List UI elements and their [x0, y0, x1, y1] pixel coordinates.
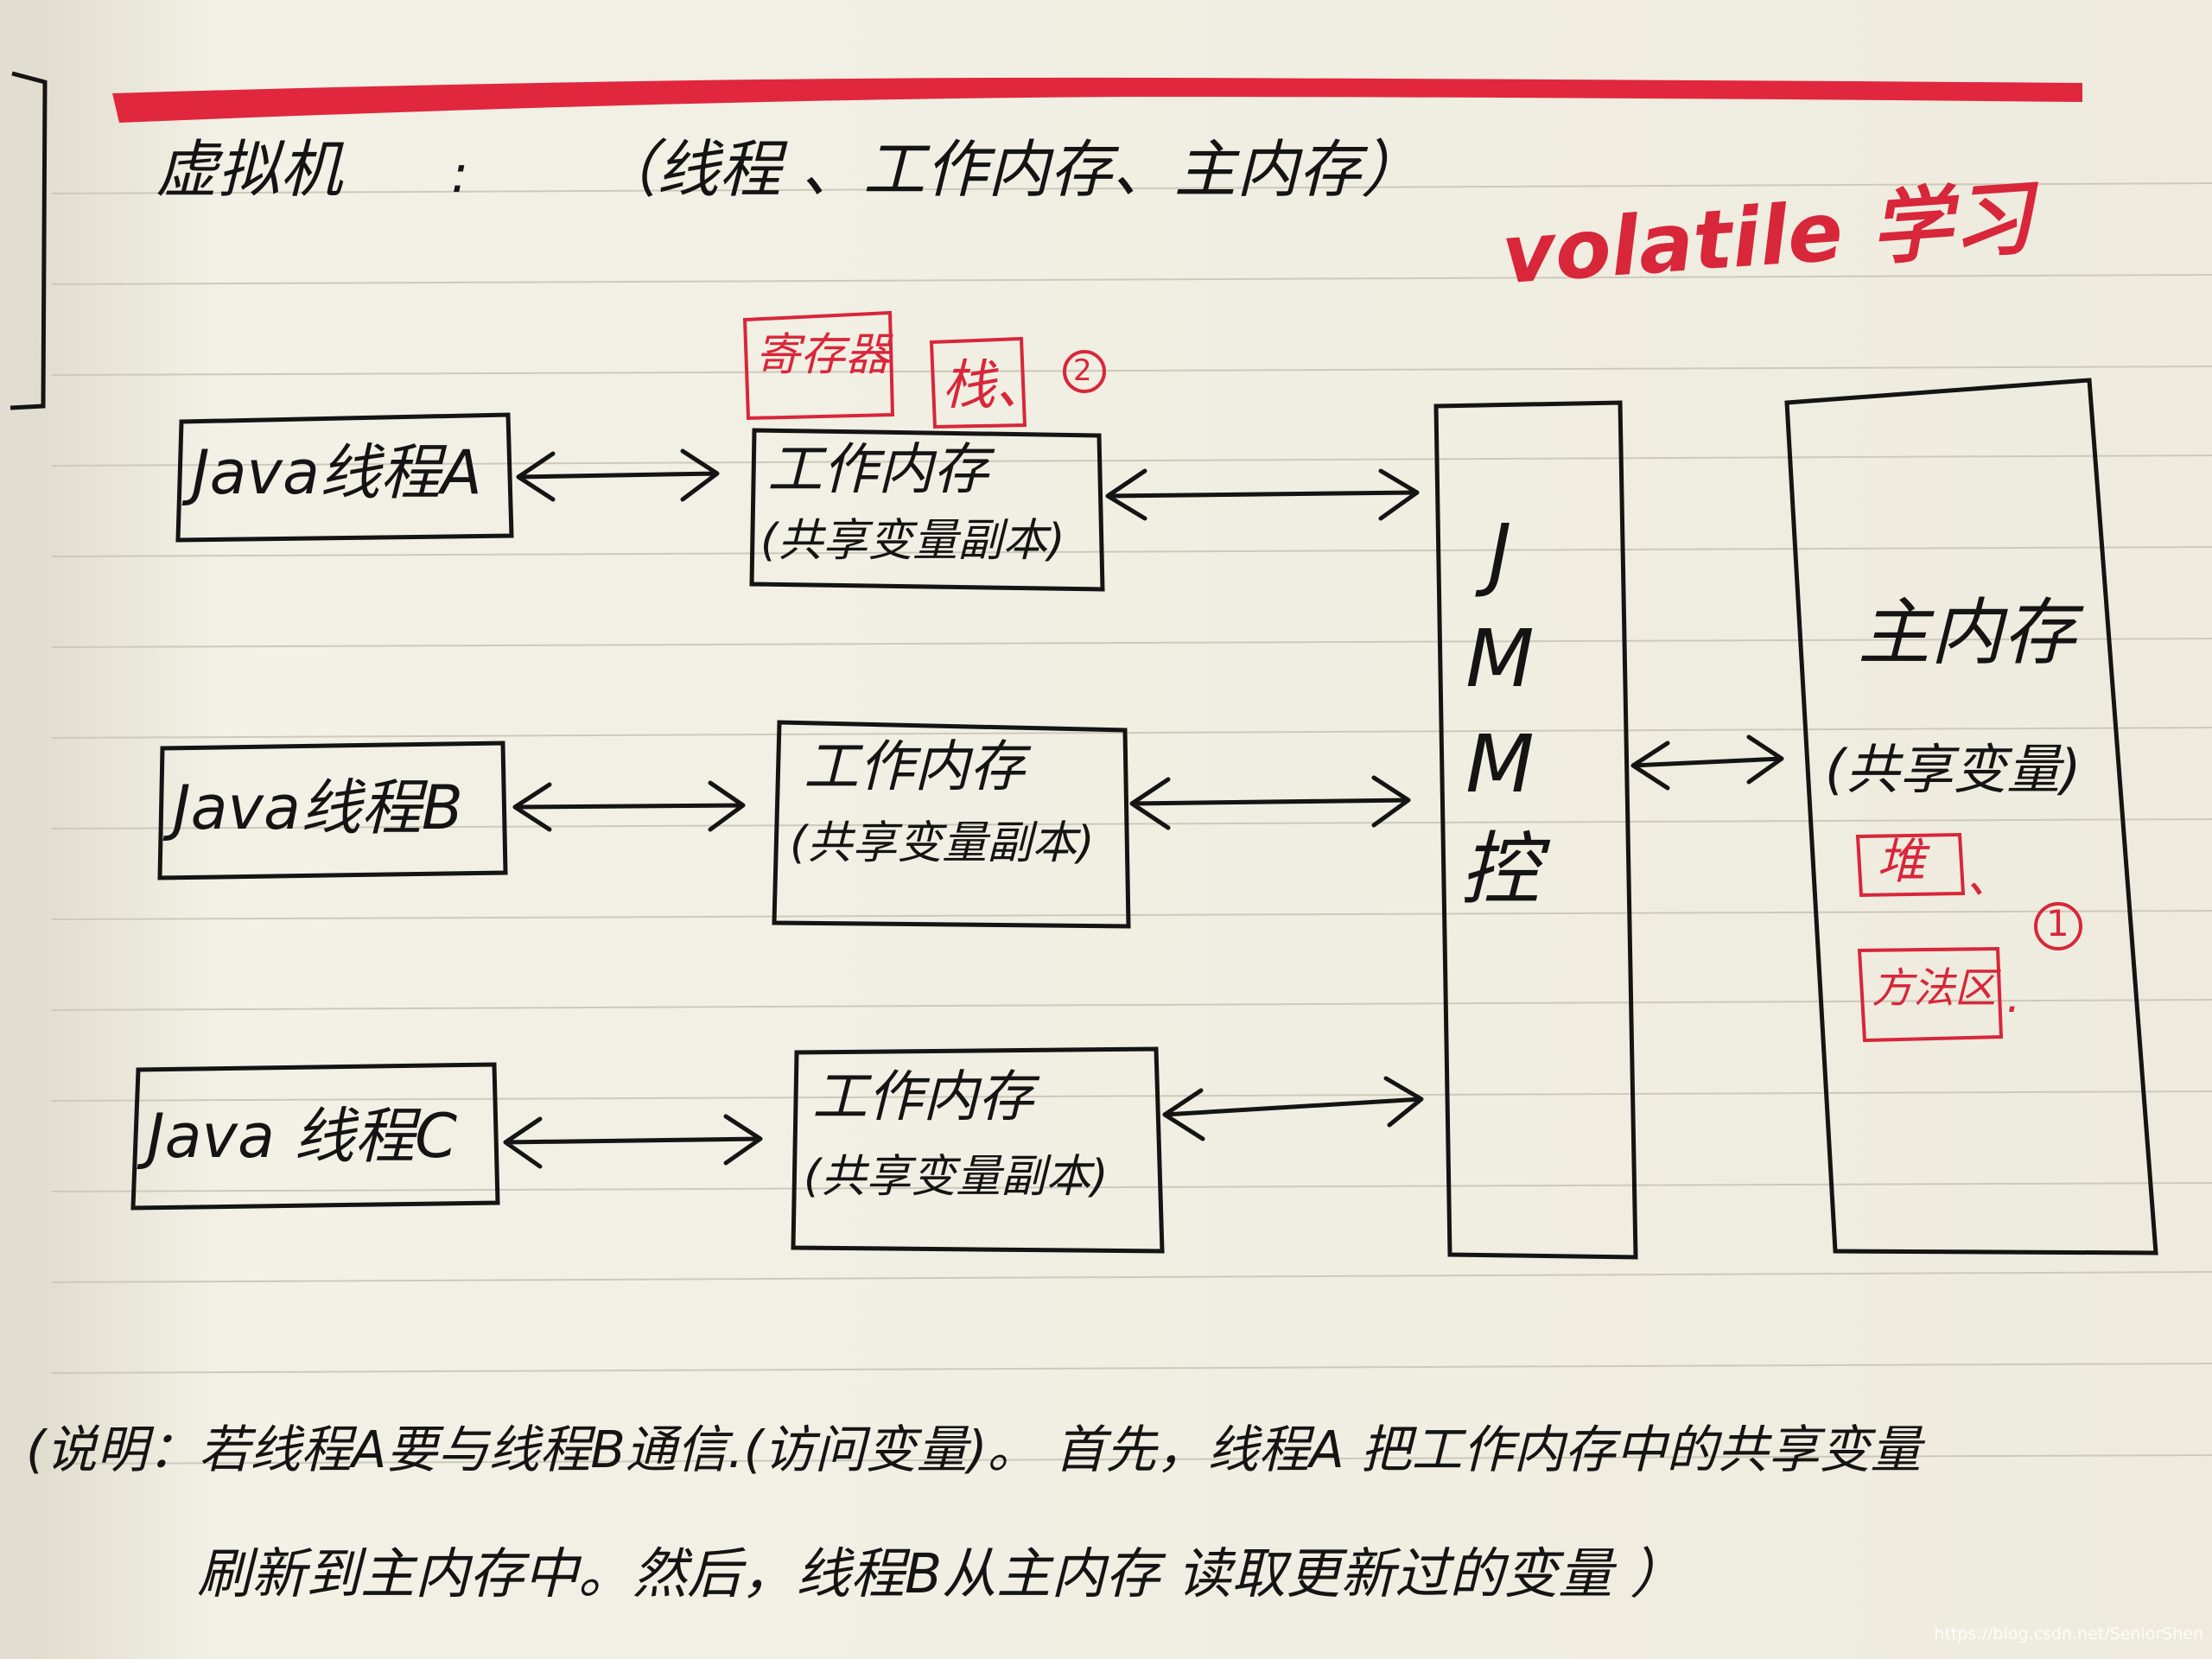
register-label: 寄存器	[755, 333, 890, 378]
heap-number: 1	[2046, 906, 2069, 942]
watermark: https://blog.csdn.net/SeniorShen	[1934, 1624, 2203, 1643]
note-line-1: (说明：若线程A要与线程B通信.(访问变量)。 首先，线程A 把工作内存中的共享…	[26, 1424, 1922, 1475]
method-area-dot: .	[2006, 975, 2021, 1020]
note-line-2: 刷新到主内存中。然后，线程B从主内存 读取更新过的变量 ）	[197, 1547, 1684, 1601]
jmm-char-3: M	[1465, 712, 1534, 817]
work-memory-a-subtitle: (共享变量副本)	[760, 518, 1065, 563]
jmm-char-2: M	[1465, 607, 1534, 712]
header-subtitle: （线程 、工作内存、主内存）	[594, 138, 1423, 200]
work-memory-c-subtitle: (共享变量副本)	[804, 1154, 1109, 1199]
jmm-char-1: J	[1488, 501, 1511, 607]
work-memory-c-title: 工作内存	[812, 1070, 1033, 1125]
header-title: 虚拟机	[156, 138, 342, 200]
work-memory-b-title: 工作内存	[804, 740, 1025, 795]
main-memory-subtitle: (共享变量)	[1825, 743, 2081, 797]
thread-a-label: Java线程A	[192, 442, 482, 503]
jmm-label: J M M 控	[1448, 501, 1552, 923]
thread-c-label: Java 线程C	[147, 1106, 457, 1166]
heap-label: 堆	[1877, 838, 1925, 887]
method-area-label: 方法区	[1872, 968, 1996, 1009]
work-memory-b-subtitle: (共享变量副本)	[790, 821, 1095, 866]
jmm-char-4: 控	[1460, 817, 1540, 923]
thread-b-label: Java线程B	[173, 778, 463, 838]
header-colon: :	[451, 149, 468, 200]
stack-number: 2	[1073, 356, 1092, 385]
work-memory-a-title: 工作内存	[767, 442, 988, 498]
main-memory-title: 主内存	[1858, 596, 2075, 669]
heap-separator: 、	[1967, 855, 2012, 900]
stack-label: 栈、	[942, 359, 1049, 412]
